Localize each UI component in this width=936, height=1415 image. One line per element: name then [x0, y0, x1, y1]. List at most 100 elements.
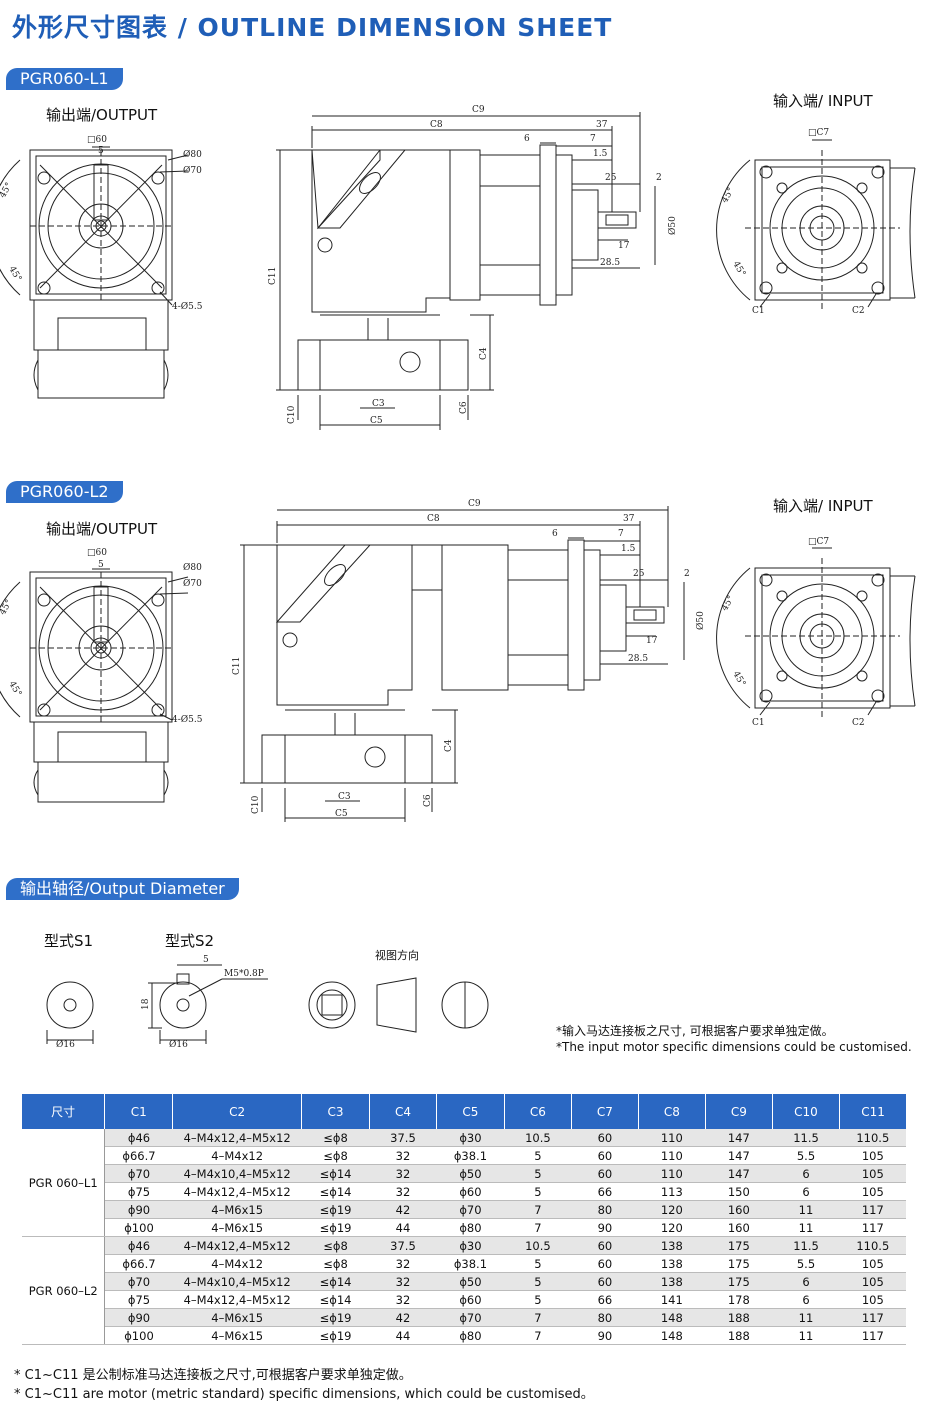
table-cell: ≤ϕ8	[301, 1146, 370, 1165]
dim-25-2: 25	[633, 569, 645, 579]
col-header: C6	[504, 1094, 573, 1129]
table-cell: 105	[839, 1290, 906, 1309]
dim-sq60: □60	[87, 135, 107, 145]
table-cell: 4–M4x12	[172, 1146, 302, 1165]
model-cell: PGR 060–L1	[22, 1129, 106, 1237]
technical-drawings: □60 5 Ø80 Ø70 4-Ø5.5 45° 45°	[0, 105, 916, 1050]
table-cell: 138	[638, 1254, 706, 1273]
table-cell: 141	[638, 1290, 706, 1309]
table-cell: 105	[839, 1146, 906, 1165]
table-cell: ϕ70	[436, 1308, 505, 1327]
table-cell: 10.5	[504, 1129, 572, 1147]
dim-c2: C2	[852, 306, 865, 316]
col-header: C4	[369, 1094, 438, 1129]
table-cell: 32	[369, 1182, 437, 1201]
table-cell: 110.5	[839, 1236, 906, 1255]
col-header: C8	[638, 1094, 706, 1129]
table-cell: 110	[638, 1146, 706, 1165]
table-cell: 32	[369, 1254, 437, 1273]
table-cell: 4–M6x15	[172, 1200, 302, 1219]
dim-37-2: 37	[623, 514, 635, 524]
dim-c4-2: C4	[444, 739, 454, 752]
table-cell: ϕ60	[436, 1182, 505, 1201]
side-view-drawing-l2	[240, 506, 685, 822]
col-header: C10	[772, 1094, 841, 1129]
dim-angle-h: 45°	[730, 670, 747, 689]
dim-c8-2: C8	[427, 514, 440, 524]
table-cell: ϕ46	[104, 1129, 173, 1147]
dim-angle-g: 45°	[720, 594, 737, 613]
dim-c2-2: C2	[852, 718, 865, 728]
table-cell: ϕ70	[104, 1272, 173, 1291]
table-cell: 105	[839, 1164, 906, 1183]
table-cell: 5.5	[772, 1146, 840, 1165]
table-cell: 60	[571, 1164, 639, 1183]
col-header: C7	[571, 1094, 639, 1129]
table-cell: 80	[571, 1200, 639, 1219]
dim-c3: C3	[372, 399, 385, 409]
table-cell: ϕ90	[104, 1308, 173, 1327]
table-cell: 44	[369, 1326, 437, 1345]
table-cell: 160	[705, 1200, 773, 1219]
table-cell: 175	[705, 1272, 773, 1291]
table-cell: ϕ50	[436, 1272, 505, 1291]
dim-c1: C1	[752, 306, 765, 316]
shaft-s1-label: 型式S1	[44, 932, 94, 950]
dim-17-2: 17	[646, 636, 658, 646]
table-cell: 105	[839, 1182, 906, 1201]
table-cell: 4–M4x10,4–M5x12	[172, 1272, 302, 1291]
dim-c4: C4	[479, 347, 489, 360]
table-cell: 105	[839, 1254, 906, 1273]
table-cell: 5	[504, 1290, 572, 1309]
side-view-labels-l1: C9 C8 37 6 7 1.5 25 2 17 28.5 Ø50 C11 C4…	[268, 105, 678, 426]
table-cell: 11	[772, 1200, 840, 1219]
table-cell: ≤ϕ14	[301, 1164, 370, 1183]
table-cell: ϕ46	[104, 1236, 173, 1255]
table-cell: ≤ϕ8	[301, 1254, 370, 1273]
table-cell: ≤ϕ19	[301, 1200, 370, 1219]
table-cell: ≤ϕ14	[301, 1290, 370, 1309]
table-cell: ≤ϕ19	[301, 1308, 370, 1327]
table-cell: ϕ70	[104, 1164, 173, 1183]
table-cell: ϕ50	[436, 1164, 505, 1183]
dim-6-2: 6	[552, 529, 558, 539]
table-cell: 147	[705, 1129, 773, 1147]
table-cell: ϕ80	[436, 1326, 505, 1345]
table-cell: ϕ90	[104, 1200, 173, 1219]
col-header: C2	[172, 1094, 303, 1129]
dimension-table: 尺寸 C1 C2 C3 C4 C5 C6 C7 C8 C9 C10 C11 PG…	[22, 1094, 906, 1345]
dim-1-5: 1.5	[593, 149, 608, 159]
table-cell: 32	[369, 1272, 437, 1291]
col-header: C3	[301, 1094, 370, 1129]
table-cell: 32	[369, 1290, 437, 1309]
dim-c6: C6	[459, 401, 469, 414]
table-cell: 4–M6x15	[172, 1326, 302, 1345]
table-cell: ϕ60	[436, 1290, 505, 1309]
dim-angle-e: 45°	[0, 598, 15, 617]
table-cell: 4–M4x12,4–M5x12	[172, 1182, 302, 1201]
dim-d16-s1: Ø16	[56, 1039, 75, 1050]
model-badge-l1: PGR060-L1	[6, 68, 123, 90]
dim-7-2: 7	[618, 529, 624, 539]
table-cell: 90	[571, 1218, 639, 1237]
table-cell: 105	[839, 1272, 906, 1291]
table-cell: 5.5	[772, 1254, 840, 1273]
table-cell: 7	[504, 1326, 572, 1345]
table-cell: 110	[638, 1129, 706, 1147]
col-header: C5	[436, 1094, 505, 1129]
dim-m5: M5*0.8P	[224, 969, 264, 979]
col-header: C11	[839, 1094, 906, 1129]
table-cell: 37.5	[369, 1236, 437, 1255]
table-cell: 175	[705, 1236, 773, 1255]
table-cell: ϕ70	[436, 1200, 505, 1219]
dim-c3-2: C3	[338, 792, 351, 802]
output-label-l2: 输出端/OUTPUT	[46, 520, 158, 538]
table-cell: 5	[504, 1146, 572, 1165]
table-cell: 117	[839, 1308, 906, 1327]
table-cell: ϕ80	[436, 1218, 505, 1237]
